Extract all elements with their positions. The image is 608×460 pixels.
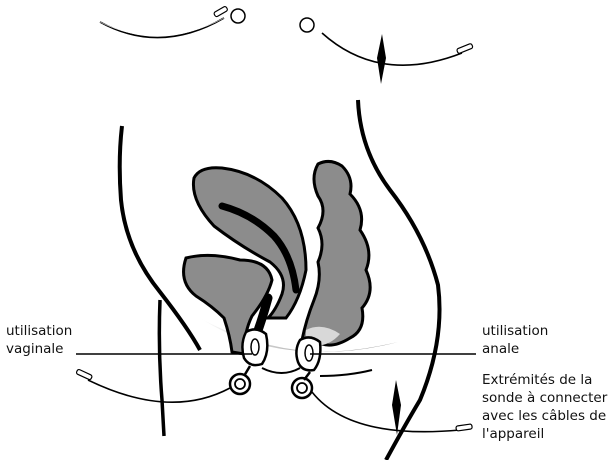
label-vaginal-line-1: utilisation	[6, 322, 72, 340]
spike-top-right	[377, 34, 386, 84]
body-outline-left-lower	[159, 300, 164, 436]
label-probe-ends-line-3: avec les câbles de	[482, 407, 607, 425]
probe-ring-anal	[292, 378, 312, 398]
label-anal-line-1: utilisation	[482, 322, 548, 340]
probe-stem-vaginal	[244, 366, 250, 376]
label-anal-use: utilisation anale	[482, 322, 548, 358]
label-probe-ends-line-4: l'appareil	[482, 425, 607, 443]
label-probe-ends-line-2: sonde à connecter	[482, 389, 607, 407]
label-anal-line-2: anale	[482, 340, 548, 358]
perineum-line	[262, 368, 300, 373]
label-vaginal-use: utilisation vaginale	[6, 322, 72, 358]
ring-marker-left	[231, 9, 245, 23]
cable-bottom-left	[76, 369, 230, 402]
spike-mid-right	[392, 380, 401, 435]
cable-top-right	[322, 33, 473, 65]
label-probe-ends-line-1: Extrémités de la	[482, 371, 607, 389]
label-vaginal-line-2: vaginale	[6, 340, 72, 358]
vaginal-probe	[242, 329, 267, 365]
perineum-line-right	[320, 370, 372, 376]
rectum	[302, 161, 370, 345]
ring-marker-right	[300, 18, 314, 32]
probe-ring-vaginal	[230, 374, 250, 394]
cable-bottom-right	[312, 392, 472, 432]
label-probe-ends: Extrémités de la sonde à connecter avec …	[482, 371, 607, 443]
cable-top-left	[100, 6, 228, 38]
